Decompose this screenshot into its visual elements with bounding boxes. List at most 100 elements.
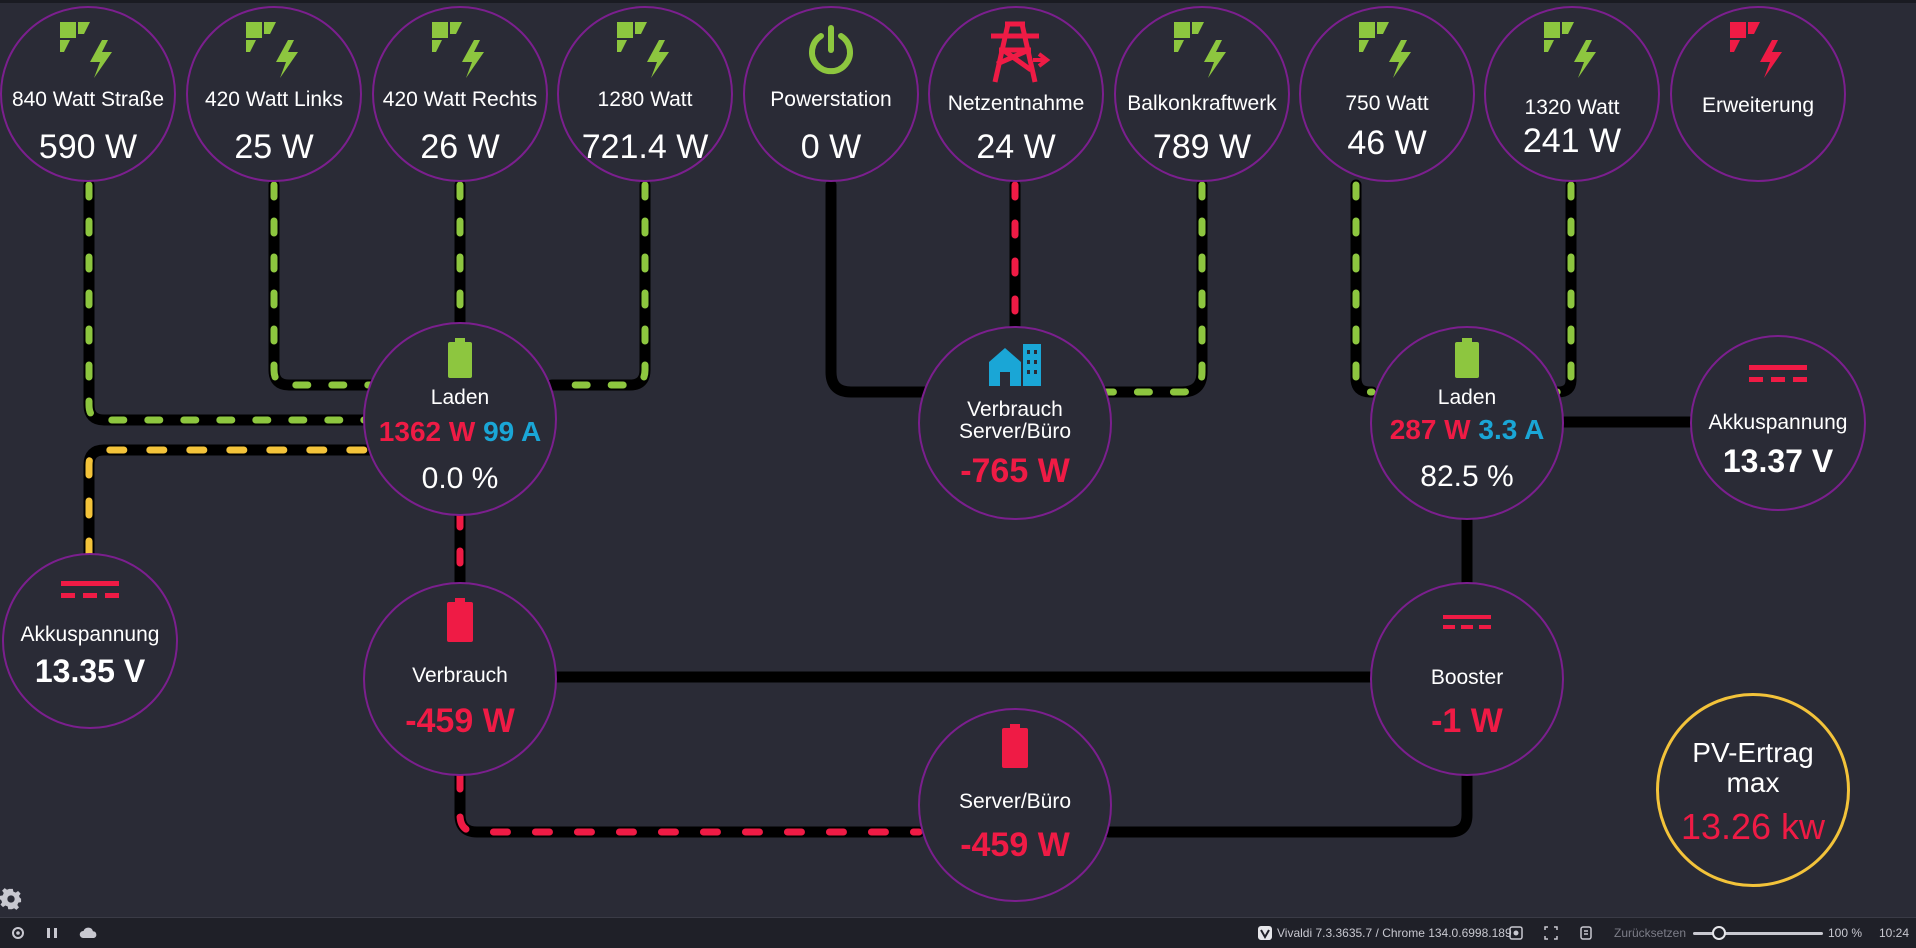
node-verbrauch-server-buero[interactable]: Verbrauch Server/Büro -765 W	[918, 326, 1112, 520]
consumption-label-2: Server/Büro	[958, 420, 1072, 443]
source-value: 590 W	[38, 128, 138, 166]
booster-value: -1 W	[1431, 702, 1503, 740]
building-icon	[989, 344, 1041, 386]
zoom-level: 100 %	[1828, 926, 1863, 940]
node-laden-right[interactable]: Laden 287 W 3.3 A 82.5 %	[1370, 326, 1564, 520]
line-1320-to-laden	[1550, 179, 1577, 398]
consumer-label: Verbrauch	[412, 664, 508, 687]
node-1320-watt[interactable]: 1320 Watt 241 W	[1484, 6, 1660, 182]
gear-icon[interactable]	[0, 888, 22, 910]
laden-current: 99 A	[483, 416, 542, 447]
line-balkon-to-center	[1100, 179, 1208, 398]
source-value: 241 W	[1522, 122, 1622, 160]
pv-yield-label-1: PV-Ertrag	[1692, 737, 1814, 768]
consumption-label-1: Verbrauch	[967, 398, 1063, 421]
node-netzentnahme[interactable]: Netzentnahme 24 W	[928, 6, 1104, 182]
laden-power: 1362 W	[378, 416, 476, 447]
node-akkuspannung-right[interactable]: Akkuspannung 13.37 V	[1690, 335, 1866, 511]
laden-percent: 0.0 %	[421, 462, 499, 495]
source-label: 1320 Watt	[1524, 96, 1620, 119]
source-value: 24 W	[976, 128, 1056, 166]
line-powerstation-to-center	[825, 179, 931, 398]
page-tiling-icon[interactable]	[1543, 925, 1559, 941]
source-value: 721.4 W	[581, 128, 709, 166]
node-booster[interactable]: Booster -1 W	[1370, 582, 1564, 776]
vivaldi-logo-icon	[1258, 926, 1272, 940]
laden-power: 287 W	[1389, 414, 1471, 445]
line-verbrauch-to-server	[454, 769, 925, 838]
consumption-value: -765 W	[960, 452, 1070, 490]
pv-yield-label-2: max	[1726, 767, 1780, 798]
voltage-value: 13.35 V	[34, 653, 146, 689]
line-750-to-laden	[1350, 179, 1378, 398]
solar-panel-icon	[1174, 22, 1226, 78]
browser-statusbar: Vivaldi 7.3.3635.7 / Chrome 134.0.6998.1…	[0, 917, 1916, 948]
line-server-to-booster	[1103, 769, 1473, 838]
node-akkuspannung-left[interactable]: Akkuspannung 13.35 V	[2, 553, 178, 729]
source-label: 840 Watt Straße	[11, 88, 165, 111]
node-server-buero[interactable]: Server/Büro -459 W	[918, 708, 1112, 902]
cloud-sync-icon[interactable]	[78, 925, 98, 941]
source-value: 789 W	[1152, 128, 1252, 166]
battery-icon	[447, 598, 473, 642]
pv-yield-badge: PV-Ertrag max 13.26 kw	[1656, 693, 1850, 887]
solar-panel-icon	[246, 22, 298, 78]
node-powerstation[interactable]: Powerstation 0 W	[743, 6, 919, 182]
battery-icon	[1002, 724, 1028, 768]
source-label: Balkonkraftwerk	[1127, 92, 1277, 115]
zoom-slider-thumb[interactable]	[1712, 926, 1726, 940]
transmission-tower-icon	[991, 21, 1051, 83]
source-value: 46 W	[1347, 124, 1427, 162]
source-value: 0 W	[800, 128, 862, 166]
solar-panel-icon	[1359, 22, 1411, 78]
zoom-slider[interactable]	[1693, 932, 1823, 935]
source-label: 1280 Watt	[597, 88, 693, 111]
top-border	[0, 0, 1916, 3]
node-laden-left[interactable]: Laden 1362 W 99 A 0.0 %	[363, 322, 557, 516]
voltage-label: Akkuspannung	[20, 623, 160, 646]
solar-panel-icon	[432, 22, 484, 78]
node-420-watt-links[interactable]: 420 Watt Links 25 W	[186, 6, 362, 182]
laden-values: 1362 W 99 A	[365, 416, 555, 448]
solar-panel-icon	[1544, 22, 1596, 78]
source-label: Powerstation	[770, 88, 892, 111]
node-840-watt-strasse[interactable]: 840 Watt Straße 590 W	[0, 6, 176, 182]
voltage-value: 13.37 V	[1722, 443, 1834, 479]
battery-icon	[1455, 338, 1479, 378]
node-balkonkraftwerk[interactable]: Balkonkraftwerk 789 W	[1114, 6, 1290, 182]
node-erweiterung[interactable]: Erweiterung	[1670, 6, 1846, 182]
clock: 10:24	[1879, 926, 1910, 940]
server-value: -459 W	[960, 826, 1070, 864]
source-value: 25 W	[234, 128, 314, 166]
battery-icon	[448, 338, 472, 378]
tile-tabs-icon[interactable]	[44, 925, 60, 941]
settings-icon[interactable]	[10, 925, 26, 941]
node-750-watt[interactable]: 750 Watt 46 W	[1299, 6, 1475, 182]
consumer-value: -459 W	[405, 702, 515, 740]
server-label: Server/Büro	[958, 790, 1072, 813]
solar-panel-icon	[60, 22, 112, 78]
node-420-watt-rechts[interactable]: 420 Watt Rechts 26 W	[372, 6, 548, 182]
source-value: 26 W	[420, 128, 500, 166]
voltage-label: Akkuspannung	[1708, 411, 1848, 434]
line-1280-to-laden	[546, 179, 651, 391]
laden-current: 3.3 A	[1478, 414, 1545, 445]
browser-version: Vivaldi 7.3.3635.7 / Chrome 134.0.6998.1…	[1277, 926, 1512, 940]
line-voltage-to-laden	[83, 444, 378, 561]
laden-percent: 82.5 %	[1420, 460, 1514, 493]
node-1280-watt[interactable]: 1280 Watt 721.4 W	[557, 6, 733, 182]
laden-label: Laden	[1437, 386, 1497, 409]
solar-panel-icon	[1730, 22, 1782, 78]
pv-yield-value: 13.26 kw	[1680, 806, 1826, 847]
dc-voltage-icon	[61, 581, 119, 598]
line-420l-to-laden	[268, 179, 378, 391]
dc-voltage-icon	[1443, 615, 1491, 629]
capture-icon[interactable]	[1508, 925, 1524, 941]
page-actions-icon[interactable]	[1578, 925, 1594, 941]
zoom-reset-button[interactable]: Zurücksetzen	[1614, 926, 1687, 940]
source-label: Erweiterung	[1701, 94, 1815, 117]
node-verbrauch[interactable]: Verbrauch -459 W	[363, 582, 557, 776]
power-icon	[809, 25, 853, 75]
source-label: 750 Watt	[1345, 92, 1429, 115]
dc-voltage-icon	[1749, 365, 1807, 382]
